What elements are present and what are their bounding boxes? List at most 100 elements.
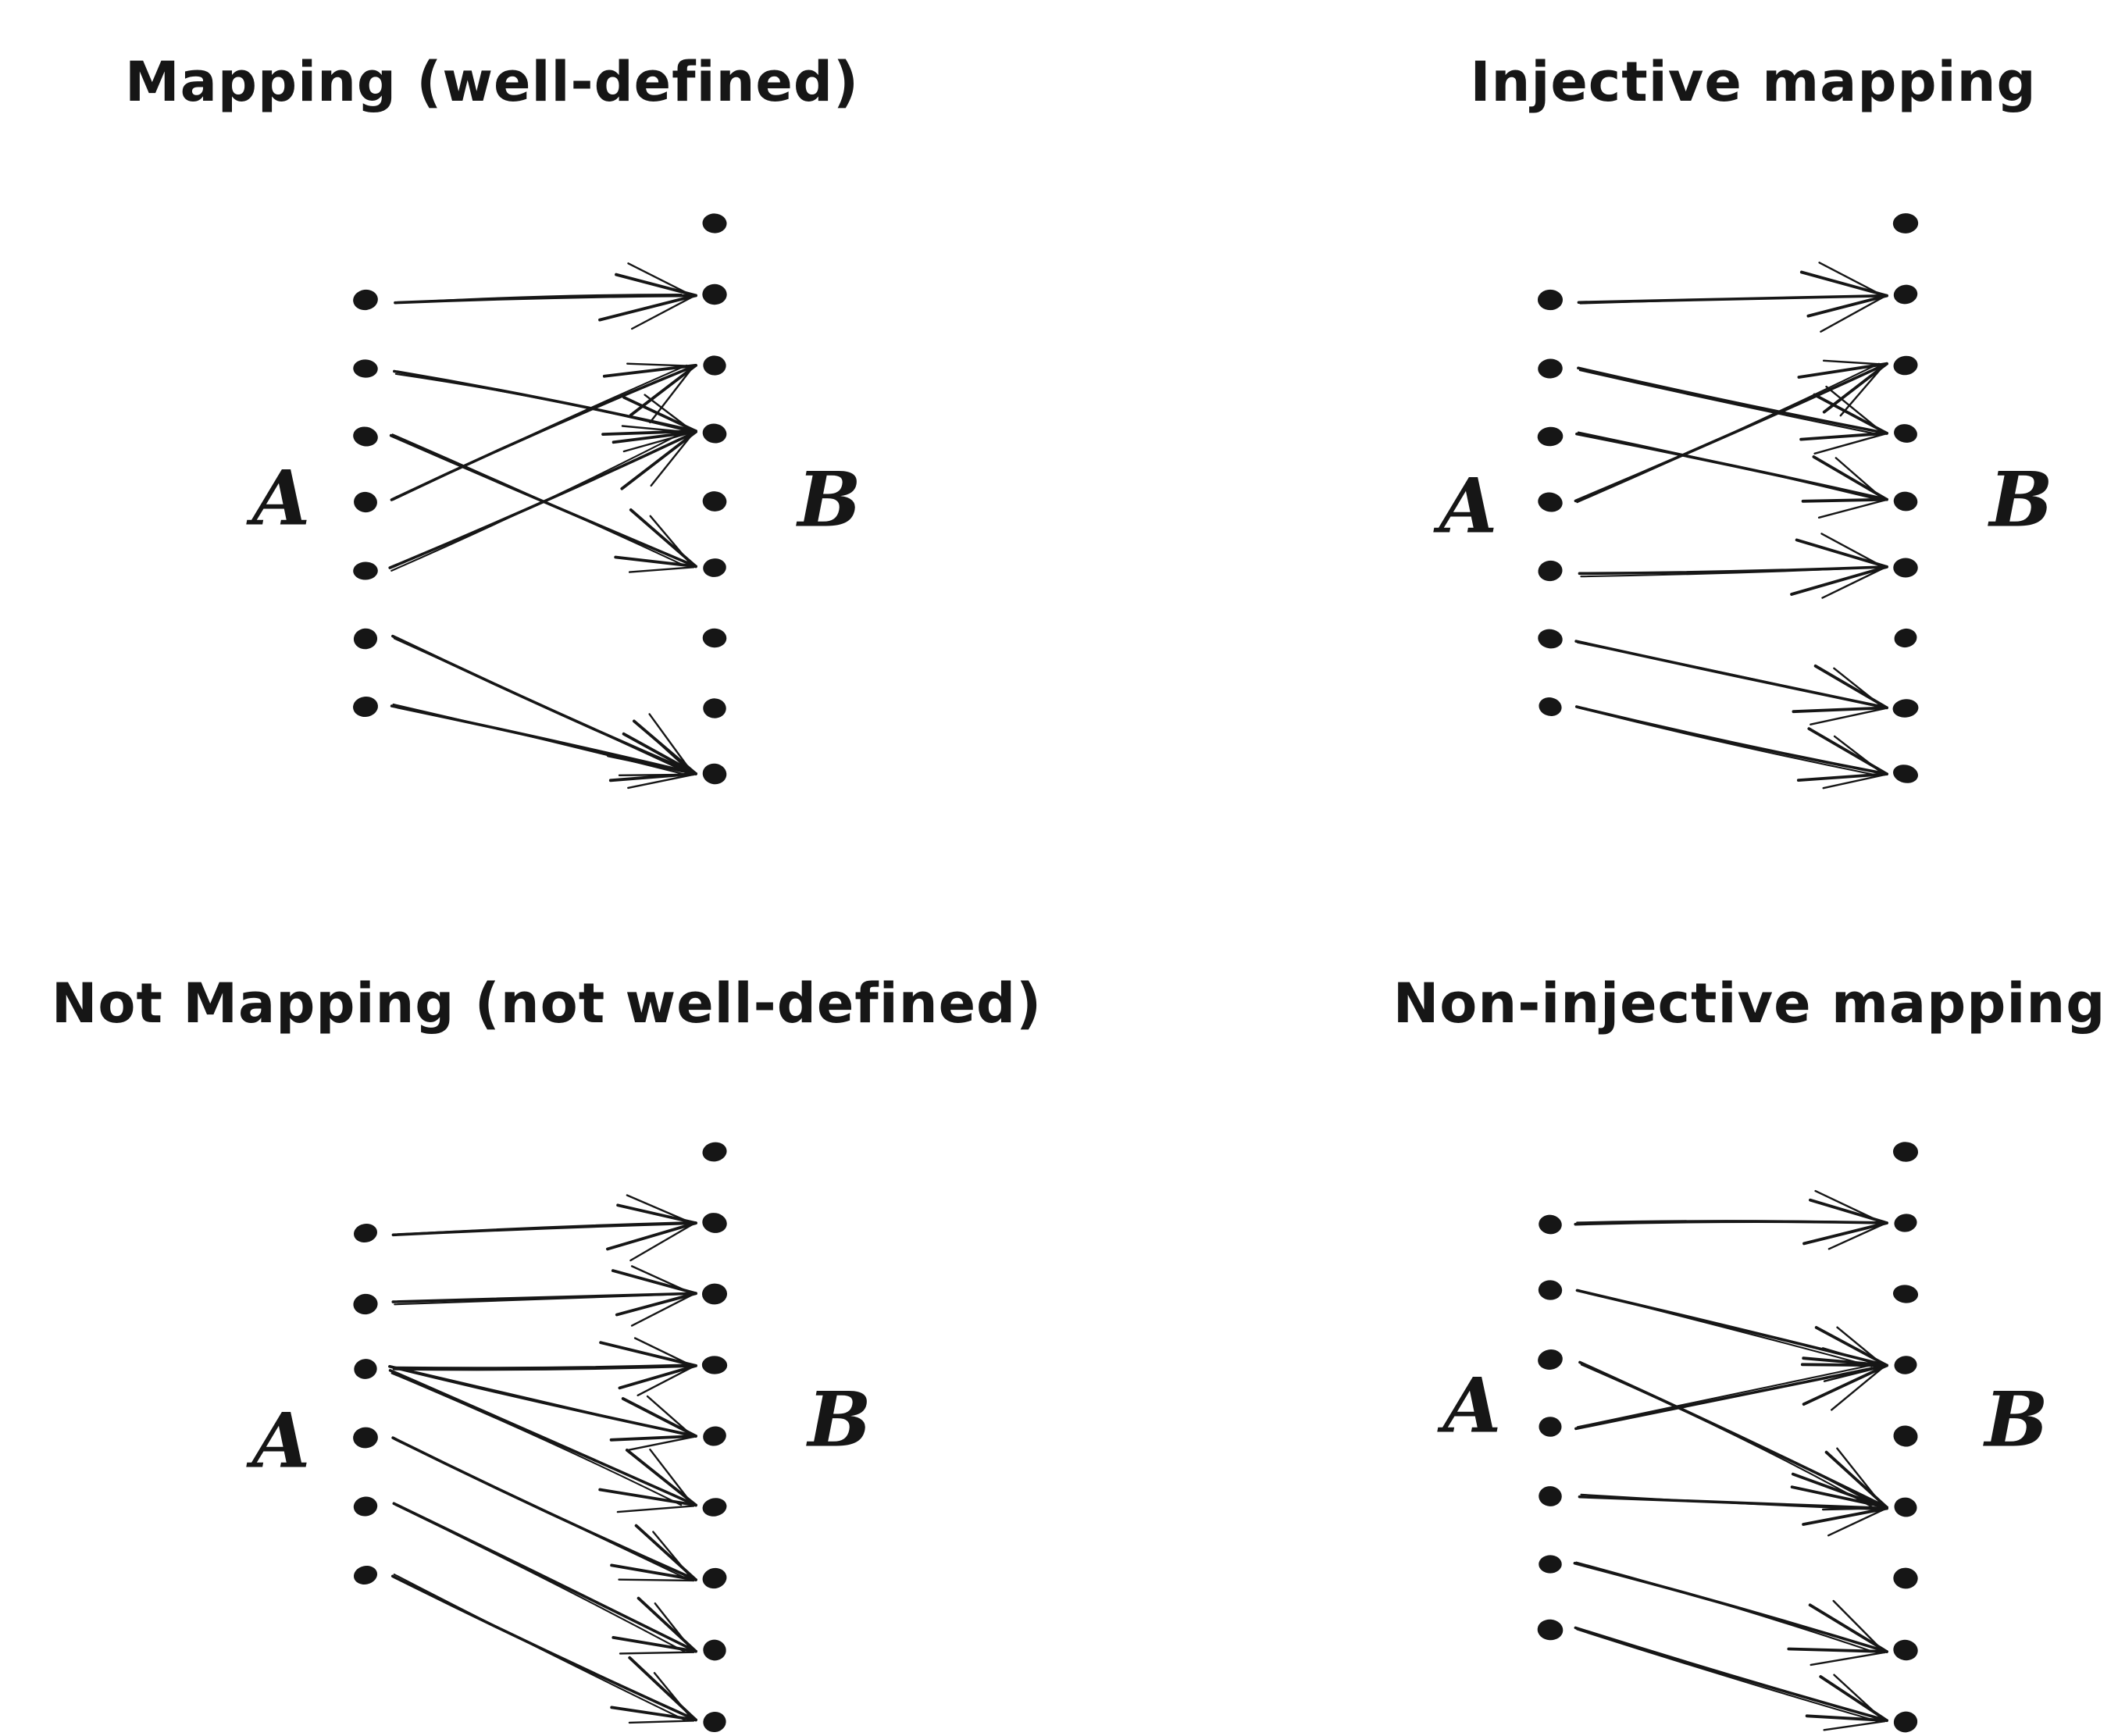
arrowhead-stroke — [1787, 1647, 1888, 1653]
arrowhead-stroke — [606, 1221, 697, 1251]
arrowhead-stroke — [1821, 566, 1886, 599]
set-b-dot — [1893, 558, 1918, 578]
set-b-dot — [701, 1356, 728, 1374]
arrowhead-stroke — [1797, 362, 1888, 379]
arrow-shaft — [1577, 707, 1876, 776]
set-a-dot — [1538, 560, 1563, 582]
arrow-shaft — [1578, 1360, 1888, 1510]
set-a-dot — [1537, 1619, 1564, 1641]
arrowhead-stroke — [629, 1222, 695, 1262]
arrowhead-stroke — [1790, 565, 1888, 596]
arrowhead-stroke — [649, 515, 695, 569]
arrow-shaft — [1574, 1363, 1888, 1431]
arrowhead-stroke — [1802, 1506, 1888, 1526]
set-b-dot — [702, 283, 727, 305]
arrowhead-stroke — [1813, 433, 1886, 454]
arrow-shaft — [1574, 1626, 1888, 1722]
arrowhead-stroke — [1814, 1189, 1886, 1225]
arrow-shaft — [393, 637, 689, 774]
arrowhead-stroke — [646, 1395, 695, 1438]
arrowhead-stroke — [614, 555, 697, 569]
set-a-dot — [353, 359, 378, 378]
set-a-dot — [1537, 289, 1564, 311]
panel-title: Injective mapping — [1470, 50, 2037, 114]
arrowhead-stroke — [1810, 708, 1886, 725]
set-b-dot — [1893, 1711, 1918, 1733]
arrow-shaft — [1576, 1220, 1876, 1224]
arrowhead-stroke — [1831, 1365, 1886, 1411]
set-a-dot — [1538, 1280, 1563, 1300]
set-b-dot — [701, 1283, 728, 1305]
arrowhead-stroke — [1820, 295, 1886, 333]
set-a-dot — [354, 1223, 377, 1243]
arrowhead-stroke — [1801, 497, 1888, 503]
arrowhead-stroke — [619, 1651, 695, 1655]
set-b-dot — [1894, 1214, 1917, 1232]
arrowhead-stroke — [612, 1636, 697, 1653]
arrowhead-stroke — [652, 1531, 695, 1582]
arrowhead-stroke — [653, 1672, 695, 1722]
arrowhead-stroke — [633, 1337, 695, 1368]
arrow-shaft — [391, 634, 697, 775]
set-b-dot — [703, 355, 726, 376]
set-a-label: A — [251, 454, 311, 543]
arrowhead-stroke — [1808, 1603, 1888, 1653]
set-a-label: A — [251, 1396, 311, 1485]
set-b-dot — [1893, 765, 1918, 783]
arrowhead-stroke — [1833, 735, 1886, 776]
set-b-dot — [1893, 355, 1918, 376]
panel-title: Mapping (well-defined) — [124, 50, 860, 114]
arrow-shaft — [1580, 1363, 1873, 1508]
set-a-dot — [353, 628, 378, 650]
arrowhead-stroke — [630, 1265, 695, 1296]
arrowhead-stroke — [1822, 362, 1888, 414]
arrowhead-stroke — [1835, 457, 1886, 501]
set-b-label: B — [1984, 1375, 2048, 1464]
arrowhead-stroke — [628, 566, 695, 573]
arrowhead-stroke — [1822, 773, 1886, 790]
arrowhead-stroke — [1836, 1447, 1886, 1510]
arrow-shaft — [1576, 362, 1880, 504]
set-b-dot — [702, 213, 727, 233]
set-b-dot — [702, 763, 727, 785]
set-a-dot — [353, 697, 378, 717]
arrowhead-stroke — [1833, 1674, 1886, 1723]
arrowhead-stroke — [1821, 1347, 1886, 1367]
set-a-dot — [353, 1427, 378, 1449]
arrowhead-stroke — [1795, 538, 1888, 569]
set-b-dot — [702, 628, 727, 648]
arrow-shaft — [1578, 1289, 1873, 1367]
arrowhead-stroke — [1836, 1326, 1886, 1367]
arrowhead-stroke — [1802, 1221, 1888, 1246]
set-a-dot — [353, 1293, 378, 1315]
set-b-dot — [1893, 284, 1918, 305]
arrow-shaft — [394, 1293, 688, 1306]
arrowhead-stroke — [1827, 1222, 1886, 1250]
arrowhead-stroke — [625, 1449, 697, 1507]
arrowhead-stroke — [602, 363, 697, 378]
arrowhead-stroke — [622, 430, 695, 453]
arrowhead-stroke — [620, 430, 697, 490]
set-a-dot — [1539, 1417, 1562, 1437]
arrowhead-stroke — [622, 732, 697, 775]
arrowhead-stroke — [616, 1505, 695, 1513]
arrow-shaft — [390, 1372, 683, 1506]
arrowhead-stroke — [644, 394, 695, 433]
panel-title: Non-injective mapping — [1392, 971, 2106, 1036]
set-a-dot — [1539, 697, 1562, 716]
set-b-dot — [703, 1426, 726, 1446]
arrowhead-stroke — [627, 773, 695, 790]
arrowhead-stroke — [630, 1293, 695, 1327]
arrow-shaft — [1576, 1628, 1879, 1723]
arrowhead-stroke — [599, 1341, 697, 1367]
set-b-dot — [1894, 628, 1917, 648]
arrow-shaft — [1576, 1363, 1877, 1428]
set-b-dot — [1893, 491, 1918, 512]
set-b-dot — [1893, 1567, 1918, 1589]
arrow-shaft — [1574, 705, 1888, 775]
arrowhead-stroke — [636, 1365, 695, 1396]
arrowhead-stroke — [618, 1578, 695, 1582]
arrowhead-stroke — [598, 1488, 697, 1507]
